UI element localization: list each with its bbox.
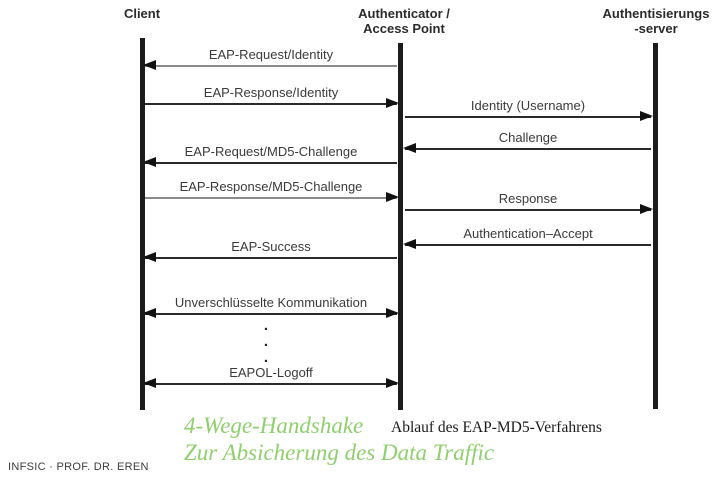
lifeline-authenticator (398, 43, 403, 410)
message: EAP-Request/Identity (143, 43, 399, 70)
message-label: EAP-Request/Identity (208, 47, 334, 62)
message-label: EAP-Success (231, 239, 311, 254)
arrowhead-left-icon (403, 239, 416, 249)
message: EAP-Response/MD5-Challenge (143, 175, 399, 202)
message-line (405, 116, 651, 118)
actor-label-line: Authentisierungs (602, 6, 710, 21)
ellipsis-dot: . (263, 349, 269, 366)
ellipsis-dot: . (263, 333, 269, 350)
message: Authentication–Accept (403, 222, 653, 249)
actor-label-authenticator: Authenticator / Access Point (304, 6, 504, 36)
overlay-green-text: 4-Wege-Handshake Zur Absicherung des Dat… (184, 413, 494, 466)
arrowhead-left-icon (143, 60, 156, 70)
message-line (145, 65, 397, 67)
message: EAP-Success (143, 235, 399, 262)
lifeline-server (653, 43, 658, 409)
message-line (145, 313, 397, 315)
message: Identity (Username) (403, 94, 653, 121)
arrowhead-left-icon (143, 308, 156, 318)
diagram-caption: Ablauf des EAP-MD5-Verfahrens (391, 419, 602, 436)
lifeline-client (140, 38, 145, 410)
arrowhead-left-icon (403, 143, 416, 153)
message-label: Unverschlüsselte Kommunikation (174, 295, 368, 310)
message-line (145, 162, 397, 164)
overlay-line-1: 4-Wege-Handshake (184, 413, 364, 438)
ellipsis-dot: . (263, 317, 269, 334)
arrowhead-left-icon (143, 252, 156, 262)
overlay-line-2: Zur Absicherung des Data Traffic (184, 439, 495, 465)
message: Unverschlüsselte Kommunikation (143, 291, 399, 318)
footer-credit: INFSIC · PROF. DR. EREN (8, 461, 149, 473)
message-line (145, 383, 397, 385)
message-line (145, 197, 397, 199)
message-label: EAP-Response/MD5-Challenge (179, 179, 363, 194)
ellipsis-dots: . . . (254, 318, 278, 366)
arrowhead-left-icon (143, 157, 156, 167)
actor-label-line: Client (123, 6, 161, 21)
message-line (145, 257, 397, 259)
message-line (405, 148, 651, 150)
arrowhead-right-icon (386, 98, 399, 108)
arrowhead-left-icon (143, 378, 156, 388)
arrowhead-right-icon (386, 308, 399, 318)
message-label: EAPOL-Logoff (229, 365, 313, 380)
arrowhead-right-icon (386, 378, 399, 388)
message-label: Identity (Username) (470, 98, 586, 113)
message: EAPOL-Logoff (143, 361, 399, 388)
message-label: Authentication–Accept (463, 226, 593, 241)
message-line (145, 103, 397, 105)
arrowhead-right-icon (386, 192, 399, 202)
actor-label-server: Authentisierungs -server (556, 6, 721, 36)
message-label: EAP-Response/Identity (203, 85, 339, 100)
actor-label-client: Client (42, 6, 242, 21)
message-label: Response (498, 191, 558, 206)
arrowhead-right-icon (640, 111, 653, 121)
message-line (405, 209, 651, 211)
actor-label-line: -server (634, 21, 678, 36)
message: Response (403, 187, 653, 214)
message-label: EAP-Request/MD5-Challenge (184, 144, 358, 159)
actor-label-line: Access Point (363, 21, 445, 36)
message: EAP-Request/MD5-Challenge (143, 140, 399, 167)
message: EAP-Response/Identity (143, 81, 399, 108)
message: Challenge (403, 126, 653, 153)
arrowhead-right-icon (640, 204, 653, 214)
message-line (405, 244, 651, 246)
message-label: Challenge (498, 130, 558, 145)
actor-label-line: Authenticator / (358, 6, 450, 21)
